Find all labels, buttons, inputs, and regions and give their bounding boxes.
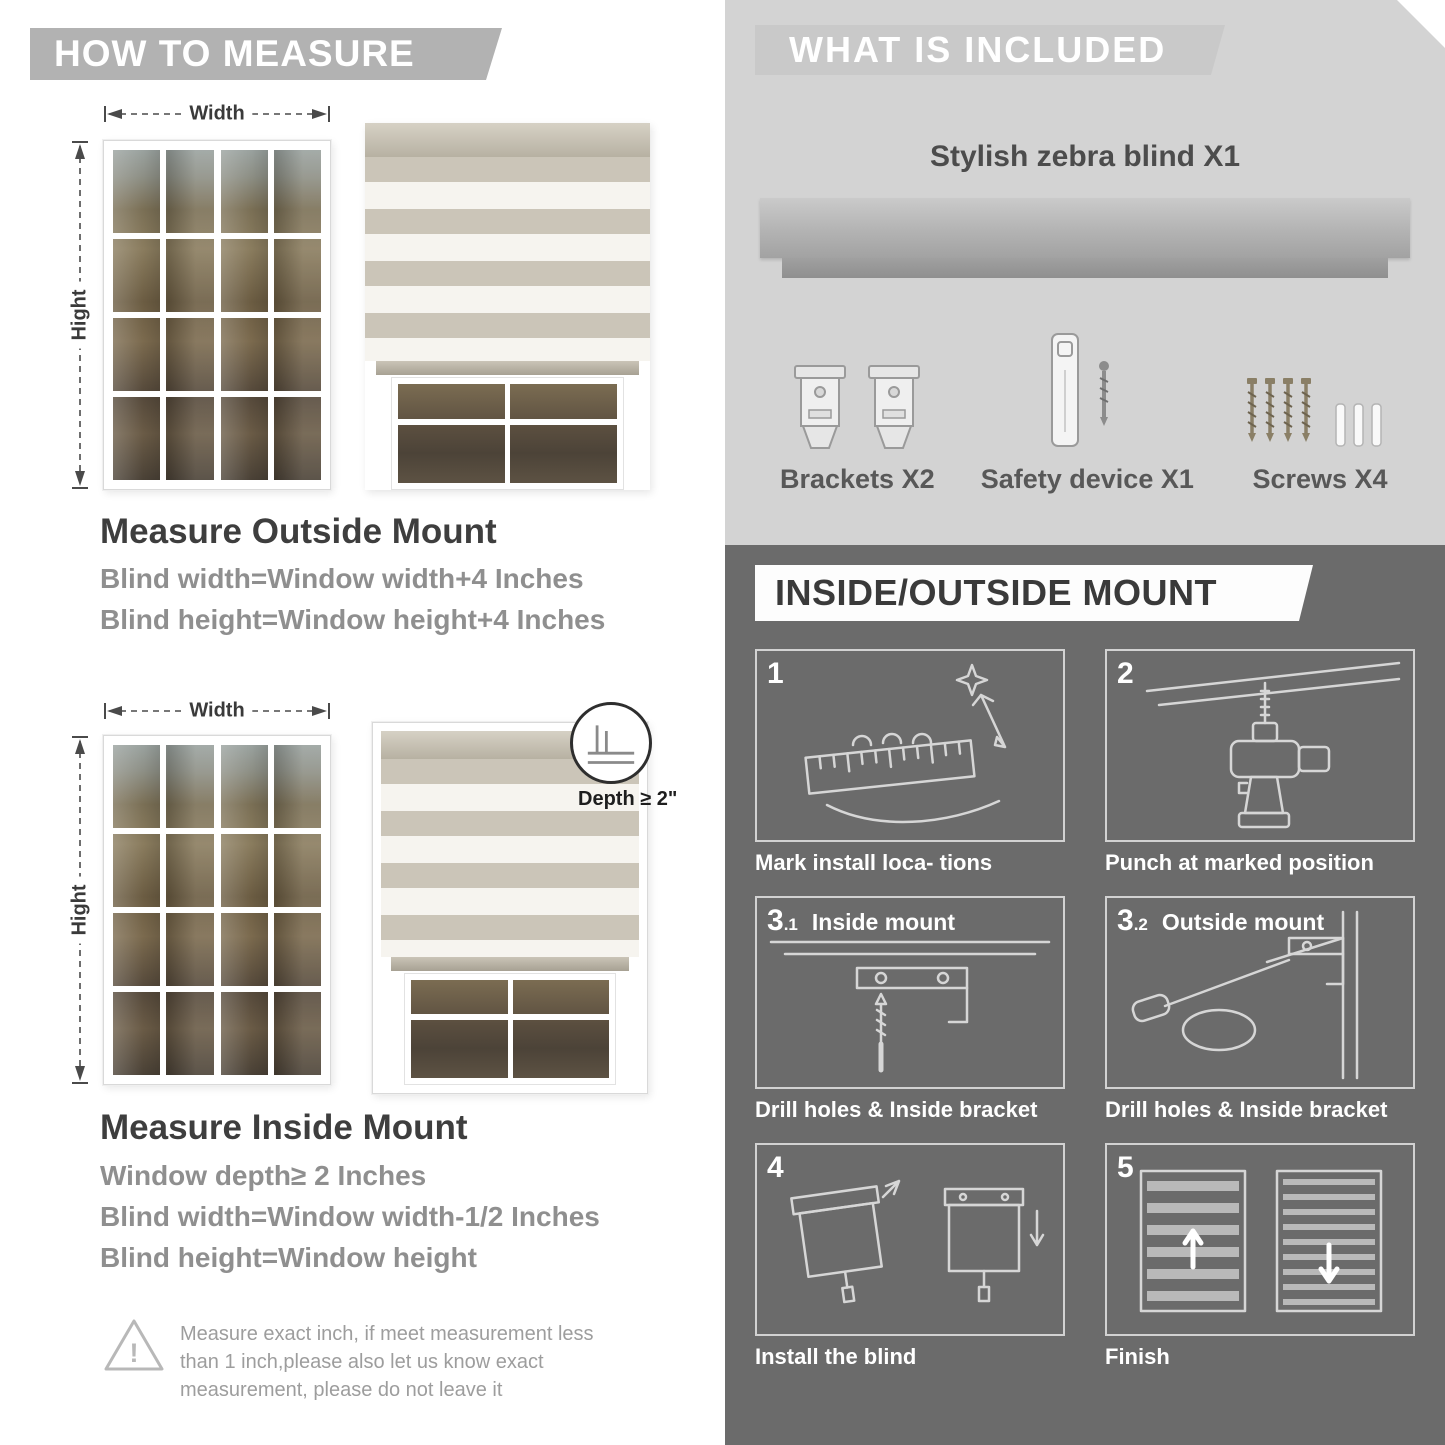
window-pane [220, 150, 321, 480]
inside-rule-height: Blind height=Window height [100, 1242, 477, 1273]
window-photo-inside [103, 735, 331, 1085]
step-2: 2 [1105, 649, 1415, 876]
inside-rule-depth: Window depth≥ 2 Inches [100, 1160, 427, 1191]
step-label: Outside mount [1161, 909, 1325, 935]
depth-label: Depth ≥ 2" [578, 788, 678, 810]
warning-exclamation: ! [130, 1338, 139, 1368]
height-dimension-inside: Hight [68, 735, 92, 1085]
step-3-2: 3 .2 Outside mount [1105, 896, 1415, 1123]
what-is-included-section: WHAT IS INCLUDED Stylish zebra blind X1 [725, 0, 1445, 545]
height-label: Hight [68, 281, 92, 349]
step-label: Inside mount [811, 909, 955, 935]
finish-illustration [1139, 1169, 1383, 1313]
blind-cassette [365, 123, 650, 157]
outside-mount-title: Measure Outside Mount [100, 512, 497, 551]
blind-cassette-image [760, 198, 1410, 258]
step-number: 2 [1117, 657, 1134, 690]
measurement-note: Measure exact inch, if meet measurement … [180, 1323, 594, 1401]
step-number: 3 [767, 904, 784, 937]
window-pane [113, 745, 214, 1075]
step-5-panel: 5 [1105, 1143, 1415, 1336]
width-dimension-outside: Width [103, 102, 331, 126]
step-5: 5 [1105, 1143, 1415, 1370]
window-photo-outside [103, 140, 331, 490]
drill-illustration [1145, 661, 1401, 829]
screws-label: Screws X4 [1252, 464, 1388, 494]
inside-bracket-illustration [769, 940, 1051, 1073]
step-4-panel: 4 [755, 1143, 1065, 1336]
step-subnumber: .2 [1133, 915, 1148, 934]
blind-bottom-rail [391, 957, 629, 971]
mount-banner: INSIDE/OUTSIDE MOUNT [755, 565, 1313, 621]
depth-callout-circle [570, 702, 652, 784]
mount-instructions-section: INSIDE/OUTSIDE MOUNT 1 [725, 545, 1445, 1445]
blind-stripes [381, 759, 639, 957]
width-label: Width [181, 102, 253, 126]
inside-rule-width: Blind width=Window width-1/2 Inches [100, 1201, 600, 1232]
step-3-1-panel: 3 .1 Inside mount [755, 896, 1065, 1089]
window-pane [113, 150, 214, 480]
step-number: 1 [767, 657, 784, 690]
step-3-2-panel: 3 .2 Outside mount [1105, 896, 1415, 1089]
frame-corner-detail-icon [587, 725, 635, 764]
window-pane [512, 980, 609, 1078]
zebra-blind-outside-figure [365, 123, 650, 490]
included-item-safety-device: Safety device X1 [981, 322, 1194, 495]
blind-bottom-rail [376, 361, 639, 375]
step-subnumber: .1 [783, 915, 798, 934]
included-item-screws: Screws X4 [1240, 322, 1400, 495]
window-pane [397, 384, 505, 483]
step-caption: Mark install loca- tions [755, 850, 993, 875]
step-4: 4 [755, 1143, 1065, 1370]
how-to-measure-title: HOW TO MEASURE [54, 33, 415, 74]
window-behind-blind [390, 377, 625, 490]
blind-stripes [365, 157, 650, 361]
safety-device-icon [1042, 322, 1132, 454]
step-3-1: 3 .1 Inside mount [755, 896, 1065, 1123]
mount-steps-grid: 1 [755, 649, 1415, 1370]
height-label: Hight [68, 876, 92, 944]
window-pane [510, 384, 618, 483]
brackets-icon [789, 322, 925, 454]
step-caption: Punch at marked position [1105, 850, 1374, 875]
mount-title: INSIDE/OUTSIDE MOUNT [775, 572, 1218, 613]
what-is-included-banner: WHAT IS INCLUDED [755, 25, 1225, 75]
window-pane [220, 745, 321, 1075]
blind-cassette-lip [782, 258, 1388, 278]
step-caption: Finish [1105, 1344, 1170, 1369]
safety-device-label: Safety device X1 [980, 464, 1194, 494]
width-arrow [104, 703, 330, 719]
width-label: Width [181, 699, 253, 723]
step-number: 5 [1117, 1151, 1134, 1184]
step-1: 1 [755, 649, 1065, 876]
zebra-blind-inside-figure [372, 722, 648, 1094]
step-number: 3 [1117, 904, 1134, 937]
step-number: 4 [767, 1151, 784, 1184]
what-is-included-title: WHAT IS INCLUDED [789, 29, 1167, 70]
window-behind-blind [404, 973, 616, 1085]
included-item-brackets: Brackets X2 [780, 322, 935, 495]
mark-location-illustration [804, 663, 1007, 824]
brackets-label: Brackets X2 [780, 464, 935, 494]
step-caption: Install the blind [755, 1344, 917, 1369]
height-dimension-outside: Hight [68, 140, 92, 490]
outside-rule-width: Blind width=Window width+4 Inches [100, 563, 584, 594]
step-caption: Drill holes & Inside bracket [1105, 1097, 1388, 1122]
screws-icon [1240, 322, 1400, 454]
step-2-panel: 2 [1105, 649, 1415, 842]
inside-mount-title: Measure Inside Mount [100, 1108, 468, 1147]
how-to-measure-banner: HOW TO MEASURE [30, 28, 502, 80]
step-caption: Drill holes & Inside bracket [755, 1097, 1038, 1122]
outside-rule-height: Blind height=Window height+4 Inches [100, 604, 606, 635]
warning-icon: ! [104, 1319, 164, 1371]
included-items-row: Brackets X2 Safety device X1 [780, 322, 1400, 495]
outside-bracket-illustration [1131, 910, 1359, 1080]
product-name: Stylish zebra blind X1 [929, 140, 1241, 173]
window-pane [411, 980, 508, 1078]
width-dimension-inside: Width [103, 699, 331, 723]
install-blind-illustration [790, 1179, 1045, 1304]
step-1-panel: 1 [755, 649, 1065, 842]
width-arrow [104, 106, 330, 122]
